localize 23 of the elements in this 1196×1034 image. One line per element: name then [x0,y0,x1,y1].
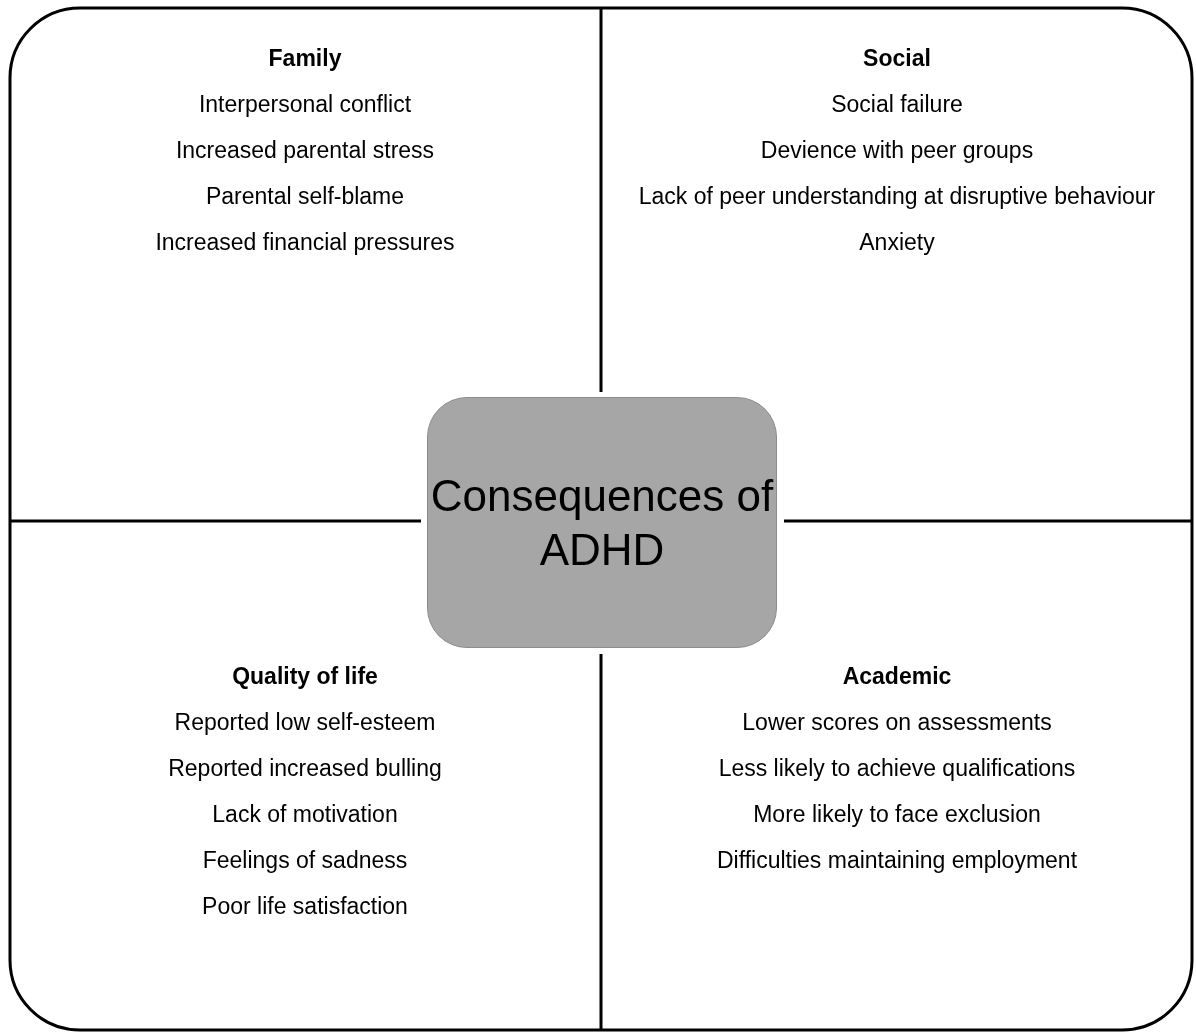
consequence-item: Anxiety [859,228,935,256]
consequence-item: Devience with peer groups [760,136,1034,164]
consequence-item: Feelings of sadness [202,846,408,874]
consequence-item: Lack of peer understanding at disruptive behaviour [638,182,1156,210]
consequence-item: Reported increased bulling [168,754,442,782]
consequence-item: Difficulties maintaining employment [716,846,1078,874]
consequence-item: Poor life satisfaction [202,892,408,920]
quadrant-heading: Social [863,44,931,72]
consequence-item: Increased financial pressures [155,228,455,256]
quadrant-heading: Family [268,44,342,72]
consequence-item: Reported low self-esteem [174,708,436,736]
consequence-item: Parental self-blame [205,182,405,210]
quadrant-heading: Quality of life [232,662,378,690]
consequence-item: Lack of motivation [212,800,398,828]
consequence-item: More likely to face exclusion [753,800,1041,828]
consequence-item: Lower scores on assessments [742,708,1052,736]
consequence-item: Increased parental stress [175,136,435,164]
consequence-item: Interpersonal conflict [198,90,412,118]
consequence-item: Social failure [831,90,963,118]
center-box [427,397,777,648]
consequence-item: Less likely to achieve qualifications [718,754,1076,782]
center-title: Consequences of ADHD [429,469,775,576]
quadrant-heading: Academic [842,662,952,690]
